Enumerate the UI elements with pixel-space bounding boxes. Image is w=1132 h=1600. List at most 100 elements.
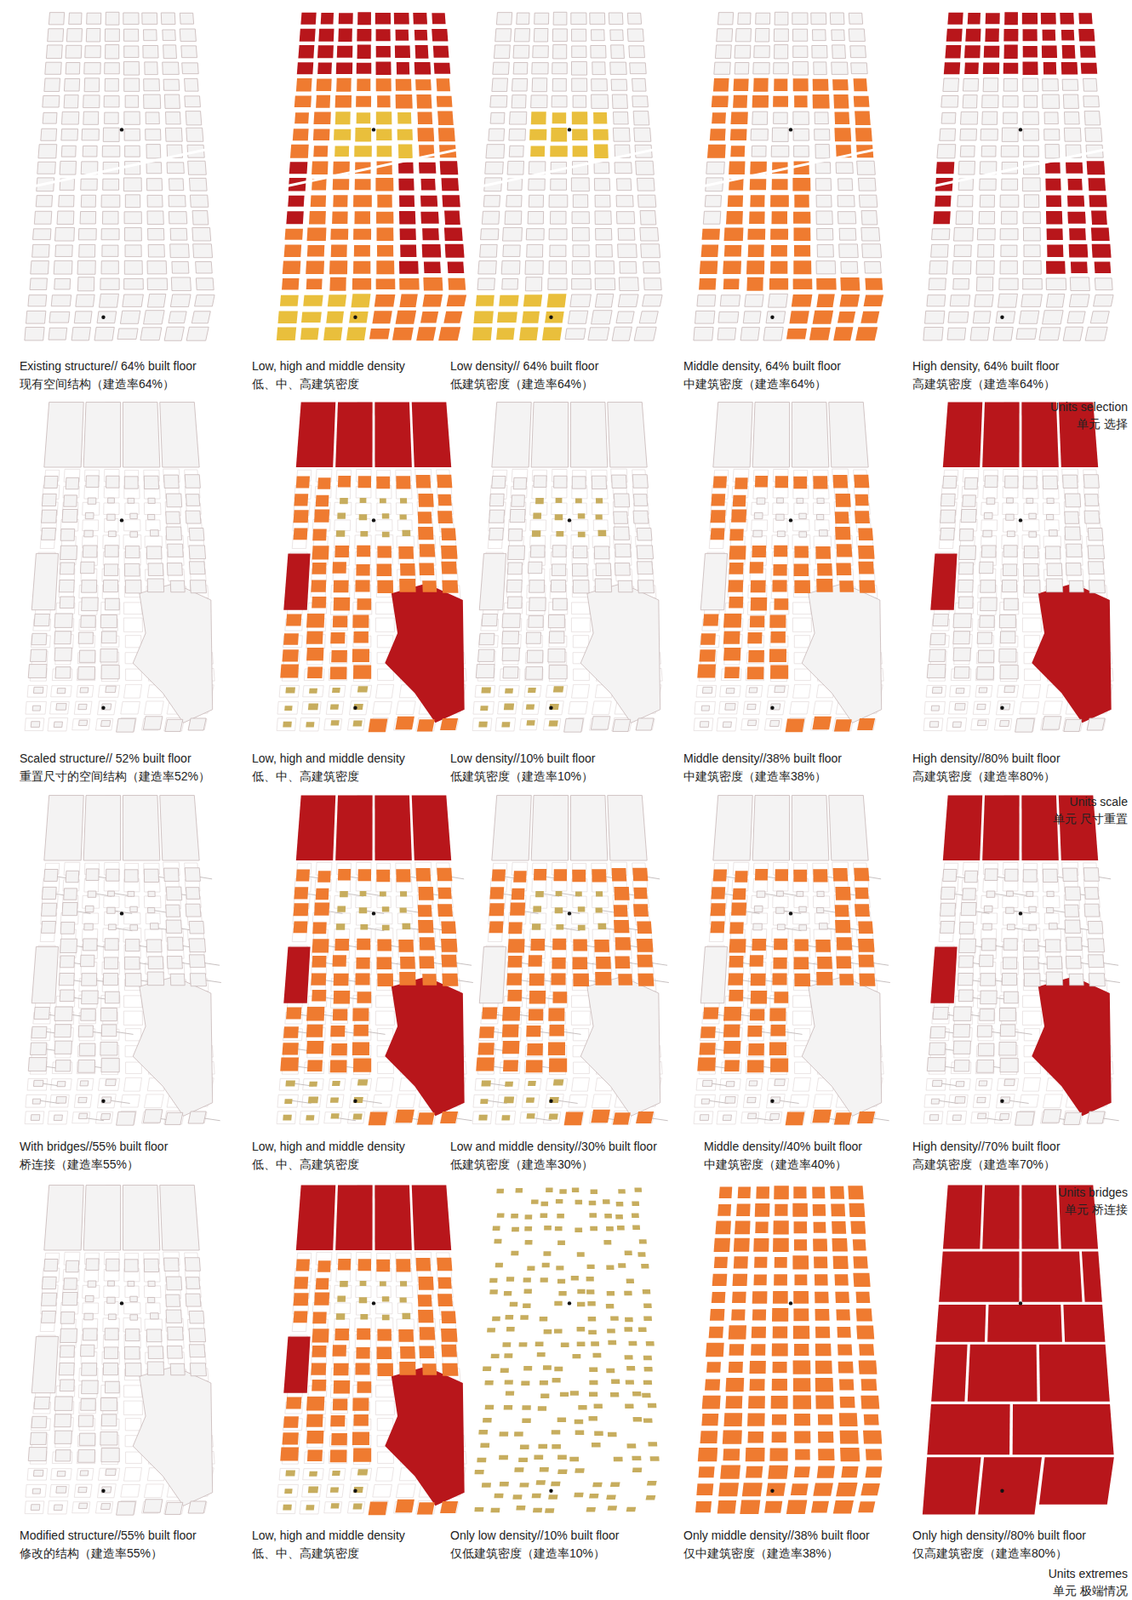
map-block bbox=[749, 194, 765, 207]
map-block bbox=[490, 112, 505, 124]
map-block bbox=[785, 718, 806, 732]
map-block bbox=[530, 145, 545, 157]
map-block bbox=[571, 45, 587, 58]
map-block bbox=[776, 514, 785, 521]
map-block bbox=[508, 111, 526, 125]
map-block bbox=[440, 528, 457, 541]
map-block bbox=[331, 687, 341, 693]
map-block bbox=[333, 580, 349, 594]
map-block bbox=[594, 261, 615, 275]
map-block bbox=[831, 29, 846, 41]
map-block bbox=[713, 402, 753, 468]
marker-dot bbox=[548, 315, 553, 320]
map-block bbox=[101, 194, 121, 207]
map-block bbox=[431, 12, 446, 24]
map-block bbox=[61, 145, 76, 157]
map-panel bbox=[24, 11, 215, 341]
map-block bbox=[527, 687, 537, 693]
map-block bbox=[122, 294, 144, 307]
map-block bbox=[355, 564, 370, 576]
map-block bbox=[815, 144, 830, 159]
map-block bbox=[359, 514, 368, 521]
map-block bbox=[292, 128, 309, 141]
map-block bbox=[698, 649, 715, 662]
map-block bbox=[1023, 128, 1039, 141]
map-block bbox=[399, 261, 419, 275]
map-block bbox=[80, 178, 98, 190]
map-block bbox=[148, 514, 155, 520]
map-block bbox=[97, 311, 117, 324]
map-block bbox=[400, 228, 417, 241]
map-block bbox=[702, 228, 721, 241]
map-block bbox=[928, 278, 946, 290]
map-block bbox=[714, 62, 731, 75]
map-block bbox=[618, 277, 639, 292]
map-block bbox=[376, 228, 394, 241]
map-block bbox=[531, 402, 568, 468]
map-block bbox=[51, 295, 71, 307]
map-block bbox=[636, 545, 654, 560]
map-block bbox=[423, 261, 441, 274]
map-block bbox=[853, 474, 870, 489]
map-block bbox=[507, 160, 524, 175]
map-block bbox=[593, 129, 609, 141]
map-block bbox=[1059, 12, 1075, 24]
map-block bbox=[1022, 177, 1041, 192]
map-block bbox=[315, 79, 332, 92]
map-block bbox=[817, 245, 834, 258]
ghost-block bbox=[591, 701, 612, 715]
map-block bbox=[337, 45, 354, 58]
map-block bbox=[794, 194, 809, 208]
map-block bbox=[697, 664, 716, 679]
map-block bbox=[357, 11, 372, 25]
map-block bbox=[786, 328, 807, 340]
map-block bbox=[472, 327, 492, 341]
map-block bbox=[1063, 127, 1081, 142]
map-block bbox=[440, 561, 458, 575]
map-block bbox=[285, 211, 304, 224]
map-block bbox=[41, 493, 57, 506]
map-block bbox=[1083, 96, 1100, 108]
map-block bbox=[147, 261, 167, 275]
ghost-block bbox=[82, 520, 99, 532]
map-block bbox=[80, 211, 97, 224]
map-block bbox=[571, 228, 589, 241]
map-block bbox=[414, 29, 429, 41]
map-block bbox=[552, 545, 566, 558]
map-block bbox=[1065, 162, 1083, 174]
map-block bbox=[772, 96, 789, 108]
map-block bbox=[352, 615, 369, 629]
ghost-block bbox=[1023, 684, 1041, 698]
marker-dot bbox=[1018, 127, 1023, 132]
map-block bbox=[34, 211, 52, 224]
map-block bbox=[513, 45, 530, 58]
map-block bbox=[308, 703, 319, 711]
map-block bbox=[817, 228, 834, 241]
ghost-block bbox=[397, 520, 412, 532]
map-block bbox=[964, 62, 979, 75]
map-block bbox=[335, 111, 351, 125]
map-block bbox=[143, 475, 159, 489]
map-block bbox=[857, 718, 875, 731]
map-block bbox=[1040, 12, 1057, 24]
map-block bbox=[417, 719, 435, 732]
map-block bbox=[532, 45, 549, 58]
map-block bbox=[105, 11, 120, 25]
map-block bbox=[953, 278, 970, 290]
map-block bbox=[124, 28, 139, 41]
map-block bbox=[170, 244, 190, 258]
map-block bbox=[1003, 78, 1018, 92]
map-block bbox=[853, 96, 870, 108]
map-block bbox=[55, 245, 73, 257]
map-block bbox=[857, 545, 875, 560]
map-block bbox=[300, 12, 316, 25]
ghost-block bbox=[355, 486, 372, 498]
map-block bbox=[793, 260, 812, 275]
ghost-block bbox=[123, 617, 143, 632]
map-block bbox=[571, 12, 587, 24]
map-block bbox=[1093, 295, 1115, 307]
map-block bbox=[513, 477, 527, 489]
map-block bbox=[553, 11, 567, 25]
map-block bbox=[863, 295, 885, 307]
map-block bbox=[1022, 12, 1038, 24]
